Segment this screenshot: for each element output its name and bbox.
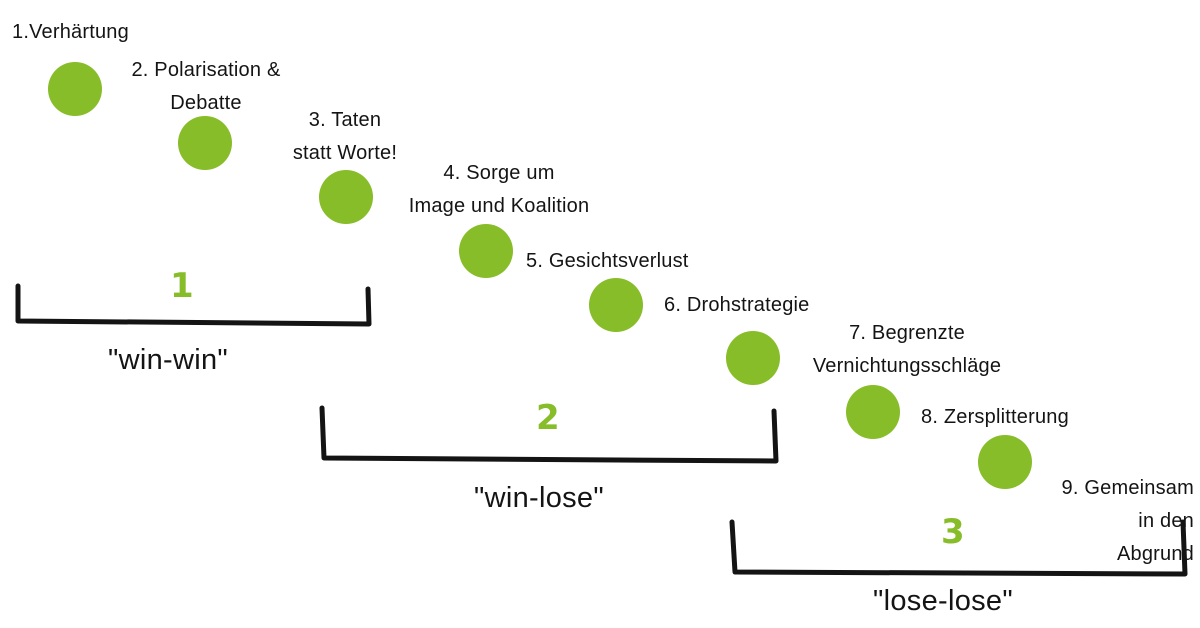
stage-7-label: 7. Begrenzte Vernichtungsschläge — [784, 317, 1030, 383]
stage-1-dot — [48, 62, 102, 116]
stage-8-dot — [978, 435, 1032, 489]
stage-5-label: 5. Gesichtsverlust — [526, 245, 689, 278]
stage-6-dot — [726, 331, 780, 385]
stage-7-dot — [846, 385, 900, 439]
stage-6-label-line-1: 6. Drohstrategie — [664, 294, 810, 316]
stage-3-label-line-1: 3. Taten — [308, 109, 382, 131]
phase-1-name: "win-win" — [108, 344, 228, 376]
stage-8-label-line-1: 8. Zersplitterung — [921, 406, 1069, 428]
stage-9-label-line-3: Abgrund — [1116, 543, 1194, 565]
stage-4-label-line-1: 4. Sorge um — [443, 162, 555, 184]
phase-3-name: "lose-lose" — [873, 585, 1013, 617]
stage-7-label-line-2: Vernichtungsschläge — [812, 355, 1002, 377]
stage-5-label-line-1: 5. Gesichtsverlust — [526, 250, 689, 272]
phase-2-number: 2 — [536, 398, 560, 438]
stage-9-label-line-2: in den — [1138, 510, 1194, 532]
stage-3-dot — [319, 170, 373, 224]
stage-5-dot — [589, 278, 643, 332]
stage-9-label: 9. Gemeinsam in den Abgrund — [1020, 472, 1194, 571]
stage-7-label-line-1: 7. Begrenzte — [849, 322, 965, 344]
stage-2-dot — [178, 116, 232, 170]
stage-4-label-line-2: Image und Koalition — [408, 195, 590, 217]
stage-4-dot — [459, 224, 513, 278]
stage-8-label: 8. Zersplitterung — [921, 401, 1069, 434]
stage-3-label: 3. Taten statt Worte! — [270, 104, 420, 170]
stage-2-label-line-2: Debatte — [170, 92, 242, 114]
phase-3-number: 3 — [941, 512, 965, 552]
stage-1-label: 1.Verhärtung — [12, 16, 129, 49]
phase-2-name: "win-lose" — [474, 482, 604, 514]
stage-2-label-line-1: 2. Polarisation & — [131, 59, 281, 81]
stage-1-label-line-1: 1.Verhärtung — [12, 21, 129, 43]
phase-1-number: 1 — [170, 266, 194, 306]
stage-4-label: 4. Sorge um Image und Koalition — [383, 157, 615, 223]
stage-2-label: 2. Polarisation & Debatte — [112, 54, 300, 120]
stage-6-label: 6. Drohstrategie — [664, 289, 810, 322]
stage-3-label-line-2: statt Worte! — [292, 142, 398, 164]
stage-9-label-line-1: 9. Gemeinsam — [1061, 477, 1194, 499]
